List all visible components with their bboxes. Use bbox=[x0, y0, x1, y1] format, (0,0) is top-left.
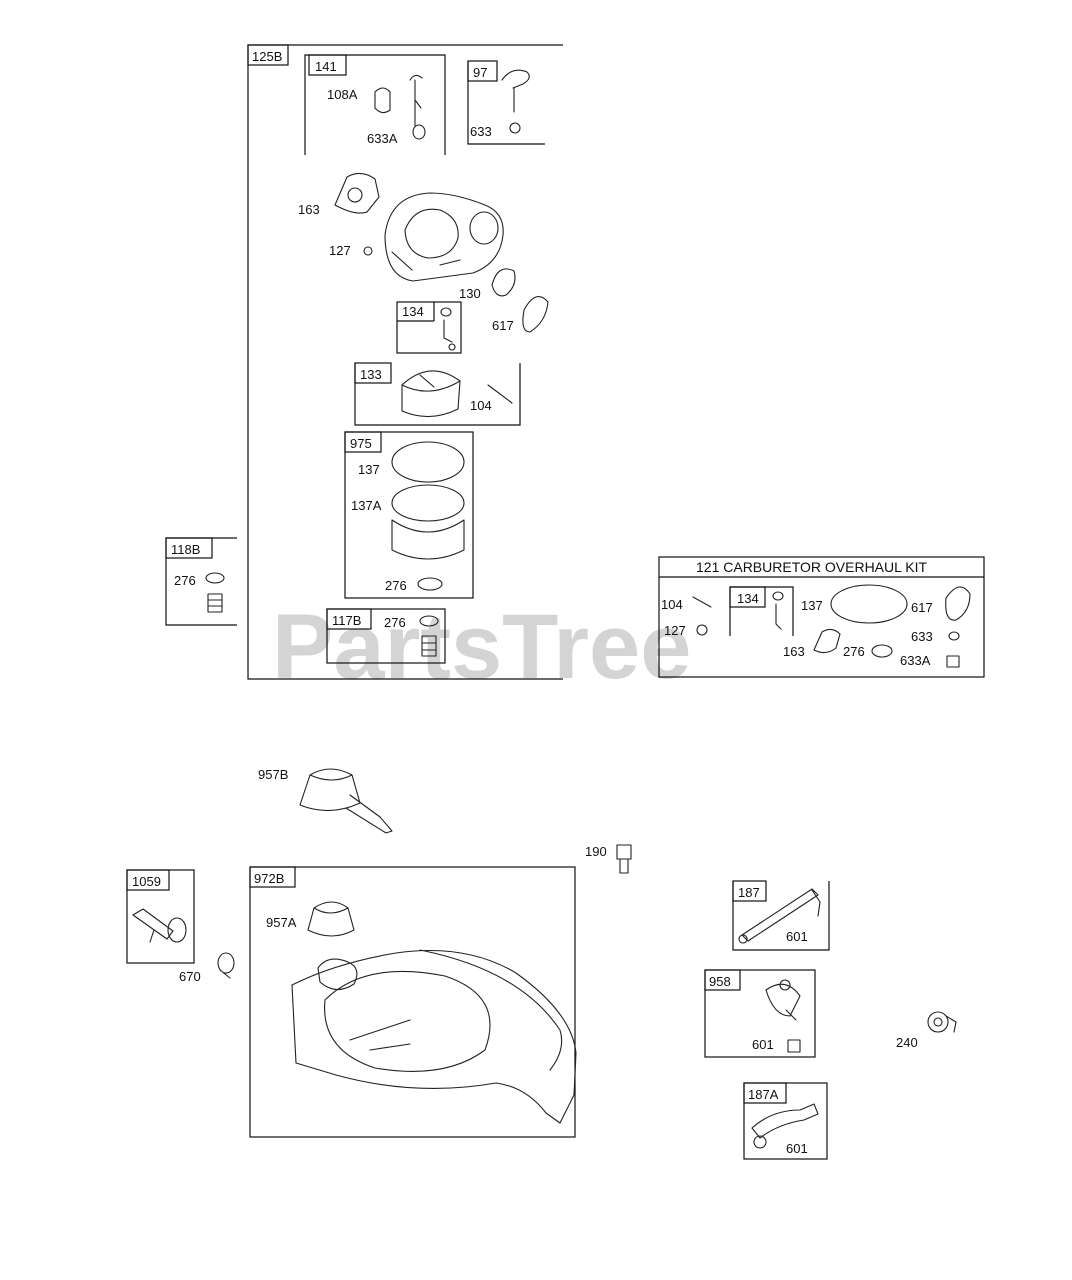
group-121-overhaul-kit[interactable]: 121 CARBURETOR OVERHAUL KIT 104 127 134 … bbox=[658, 556, 985, 678]
choke-plate-icon bbox=[374, 87, 391, 114]
part-957B-label: 957B bbox=[258, 767, 288, 782]
choke-shaft-icon bbox=[409, 74, 423, 127]
group-125B[interactable]: 125B bbox=[247, 44, 563, 680]
group-975-label: 975 bbox=[350, 436, 372, 451]
part-276-label-975: 276 bbox=[385, 578, 407, 593]
pin-104-icon bbox=[487, 384, 513, 404]
part-276-label-117B: 276 bbox=[384, 615, 406, 630]
fuel-cap-957A-icon bbox=[307, 901, 355, 937]
part-190-label: 190 bbox=[585, 844, 607, 859]
part-633-label: 633 bbox=[470, 124, 492, 139]
group-958[interactable]: 958 601 bbox=[704, 969, 816, 1058]
group-117B[interactable]: 117B 276 bbox=[326, 608, 446, 664]
kit-part-617-label: 617 bbox=[911, 600, 933, 615]
part-601-label-187: 601 bbox=[786, 929, 808, 944]
gasket-137A-bowl-icon bbox=[391, 519, 465, 560]
kit-part-137-label: 137 bbox=[801, 598, 823, 613]
fuel-line-187-icon bbox=[738, 888, 821, 944]
group-187-label: 187 bbox=[738, 885, 760, 900]
kit-seal-633-icon bbox=[948, 631, 960, 641]
group-133[interactable]: 133 104 bbox=[354, 362, 521, 426]
group-975[interactable]: 975 137 137A 276 bbox=[344, 431, 474, 599]
part-276-label-118B: 276 bbox=[174, 573, 196, 588]
group-134-label: 134 bbox=[402, 304, 424, 319]
kit-part-163-label: 163 bbox=[783, 644, 805, 659]
gasket-163-icon bbox=[334, 172, 380, 214]
o-ring-617-icon bbox=[522, 296, 549, 333]
part-104-label: 104 bbox=[470, 398, 492, 413]
kit-pin-104-icon bbox=[692, 596, 712, 608]
gasket-137-icon bbox=[391, 441, 465, 483]
group-118B-label: 118B bbox=[171, 542, 200, 557]
group-133-label: 133 bbox=[360, 367, 382, 382]
kit-needle-134-icon bbox=[772, 591, 784, 630]
group-125B-label: 125B bbox=[252, 49, 282, 64]
fuel-line-187A-icon bbox=[751, 1103, 819, 1149]
group-187A[interactable]: 187A 601 bbox=[743, 1082, 828, 1160]
gasket-137A-icon bbox=[391, 484, 465, 522]
group-134[interactable]: 134 bbox=[396, 301, 462, 354]
group-141[interactable]: 141 108A 633A bbox=[304, 54, 446, 155]
fuel-filter-240-icon bbox=[927, 1011, 957, 1033]
kit-gasket-137-icon bbox=[830, 584, 908, 624]
part-633A-label: 633A bbox=[367, 131, 398, 146]
group-97-label: 97 bbox=[473, 65, 487, 80]
throttle-shaft-icon bbox=[501, 69, 530, 113]
group-187A-label: 187A bbox=[748, 1087, 779, 1102]
kit-o-ring-617-icon bbox=[945, 586, 971, 621]
fuel-valve-1059-icon bbox=[132, 908, 187, 943]
needle-134-icon bbox=[440, 307, 456, 351]
part-130-label: 130 bbox=[459, 286, 481, 301]
group-117B-label: 117B bbox=[332, 613, 361, 628]
part-127-label: 127 bbox=[329, 243, 351, 258]
group-187[interactable]: 187 601 bbox=[732, 880, 830, 951]
group-1059[interactable]: 1059 bbox=[126, 869, 195, 964]
group-118B[interactable]: 118B 276 bbox=[165, 537, 237, 626]
seal-633A-icon bbox=[412, 124, 426, 140]
part-240-label: 240 bbox=[896, 1035, 918, 1050]
float-valve-130-icon bbox=[491, 268, 516, 297]
carburetor-body-icon bbox=[384, 192, 504, 282]
part-601-label-187A: 601 bbox=[786, 1141, 808, 1156]
fuel-filter-958-icon bbox=[765, 979, 801, 1053]
group-972B[interactable]: 972B 957A bbox=[249, 866, 577, 1138]
bolt-190-icon bbox=[616, 844, 632, 874]
kit-part-633-label: 633 bbox=[911, 629, 933, 644]
part-137A-label: 137A bbox=[351, 498, 382, 513]
kit-pin-127-icon bbox=[696, 624, 708, 636]
part-617-label: 617 bbox=[492, 318, 514, 333]
part-137-label: 137 bbox=[358, 462, 380, 477]
kit-part-104-label: 104 bbox=[661, 597, 683, 612]
kit-group-134-label: 134 bbox=[737, 591, 759, 606]
float-bowl-133-icon bbox=[401, 370, 461, 418]
bushing-670-icon bbox=[217, 952, 235, 979]
seal-633-icon bbox=[509, 122, 521, 134]
fuel-cap-957B-icon bbox=[299, 768, 393, 834]
bowl-nut-117B-icon bbox=[419, 615, 439, 657]
kit-washer-276-icon bbox=[871, 644, 893, 658]
kit-part-276-label: 276 bbox=[843, 644, 865, 659]
kit-part-633A-label: 633A bbox=[900, 653, 931, 668]
washer-276-icon bbox=[417, 577, 443, 591]
pin-127-icon bbox=[363, 246, 373, 256]
part-163-label: 163 bbox=[298, 202, 320, 217]
part-601-label-958: 601 bbox=[752, 1037, 774, 1052]
group-141-label: 141 bbox=[315, 59, 337, 74]
kit-title: 121 CARBURETOR OVERHAUL KIT bbox=[696, 559, 928, 575]
kit-seal-633A-icon bbox=[946, 655, 960, 668]
watermark-text: PartsTree bbox=[272, 596, 691, 698]
fuel-tank-972B-icon bbox=[291, 949, 577, 1124]
group-972B-label: 972B bbox=[254, 871, 284, 886]
group-97[interactable]: 97 633 bbox=[467, 60, 545, 145]
kit-part-127-label: 127 bbox=[664, 623, 686, 638]
part-108A-label: 108A bbox=[327, 87, 358, 102]
kit-gasket-163-icon bbox=[813, 628, 841, 654]
group-1059-label: 1059 bbox=[132, 874, 161, 889]
bowl-bolt-118B-icon bbox=[205, 572, 225, 613]
part-670-label: 670 bbox=[179, 969, 201, 984]
group-958-label: 958 bbox=[709, 974, 731, 989]
part-957A-label: 957A bbox=[266, 915, 297, 930]
